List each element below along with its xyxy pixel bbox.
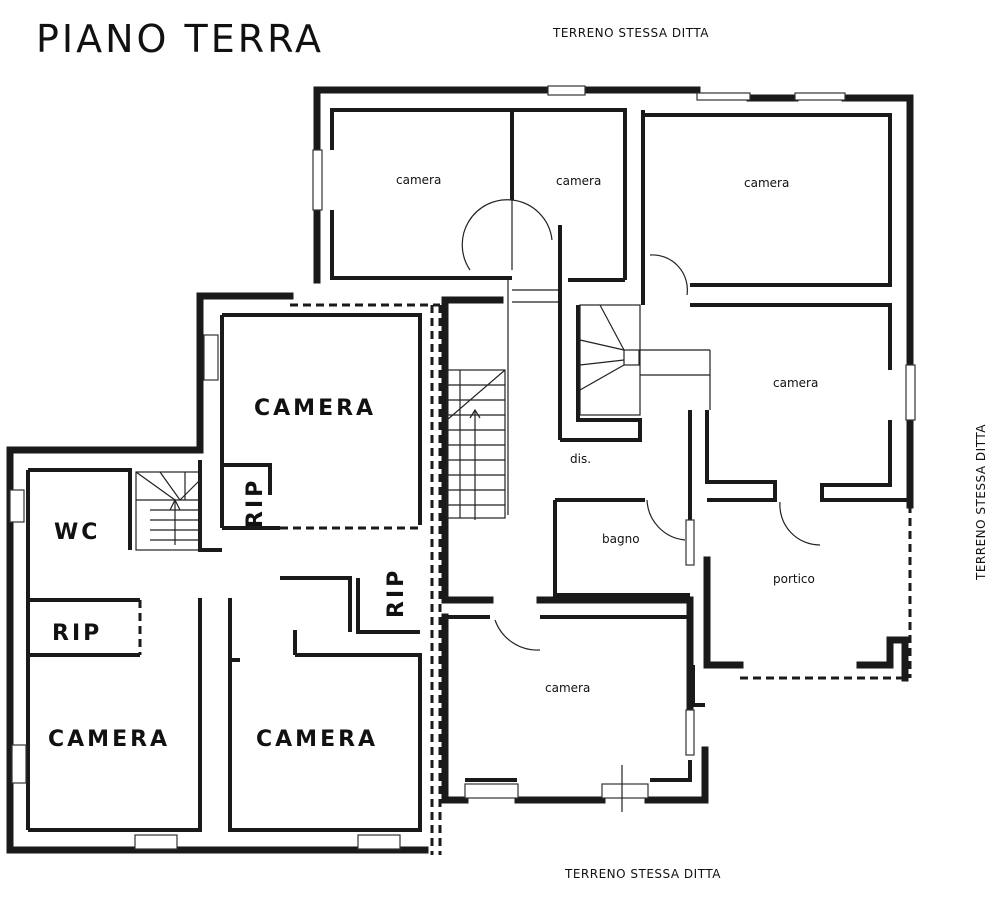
room-rip-right: RIP bbox=[384, 568, 409, 618]
room-camera-top-center: camera bbox=[556, 174, 601, 188]
right-wing-doors bbox=[461, 199, 821, 812]
left-wing-walls bbox=[6, 292, 442, 855]
staircase-lower bbox=[135, 471, 201, 551]
room-bagno: bagno bbox=[602, 532, 640, 546]
room-portico: portico bbox=[773, 572, 815, 586]
boundary-right-label: TERRENO STESSA DITTA bbox=[974, 424, 988, 581]
boundary-top-label: TERRENO STESSA DITTA bbox=[552, 26, 709, 40]
room-camera-top-left: camera bbox=[396, 173, 441, 187]
room-wc: WC bbox=[54, 520, 100, 545]
staircase-upper bbox=[446, 280, 711, 520]
plan-title: PIANO TERRA bbox=[36, 17, 324, 61]
right-wing-windows bbox=[312, 85, 916, 799]
room-camera-bottom-center: camera bbox=[545, 681, 590, 695]
room-camera-big-upper: CAMERA bbox=[254, 396, 376, 421]
room-camera-top-right: camera bbox=[744, 176, 789, 190]
room-camera-big-right: CAMERA bbox=[256, 727, 378, 752]
right-wing-walls bbox=[313, 86, 914, 804]
room-dis: dis. bbox=[570, 452, 591, 466]
room-rip-mid: RIP bbox=[243, 478, 268, 528]
boundary-bottom-label: TERRENO STESSA DITTA bbox=[564, 867, 721, 881]
left-wing-windows bbox=[9, 334, 401, 850]
room-rip-left: RIP bbox=[52, 621, 102, 646]
room-camera-mid-right: camera bbox=[773, 376, 818, 390]
room-camera-big-left: CAMERA bbox=[48, 727, 170, 752]
